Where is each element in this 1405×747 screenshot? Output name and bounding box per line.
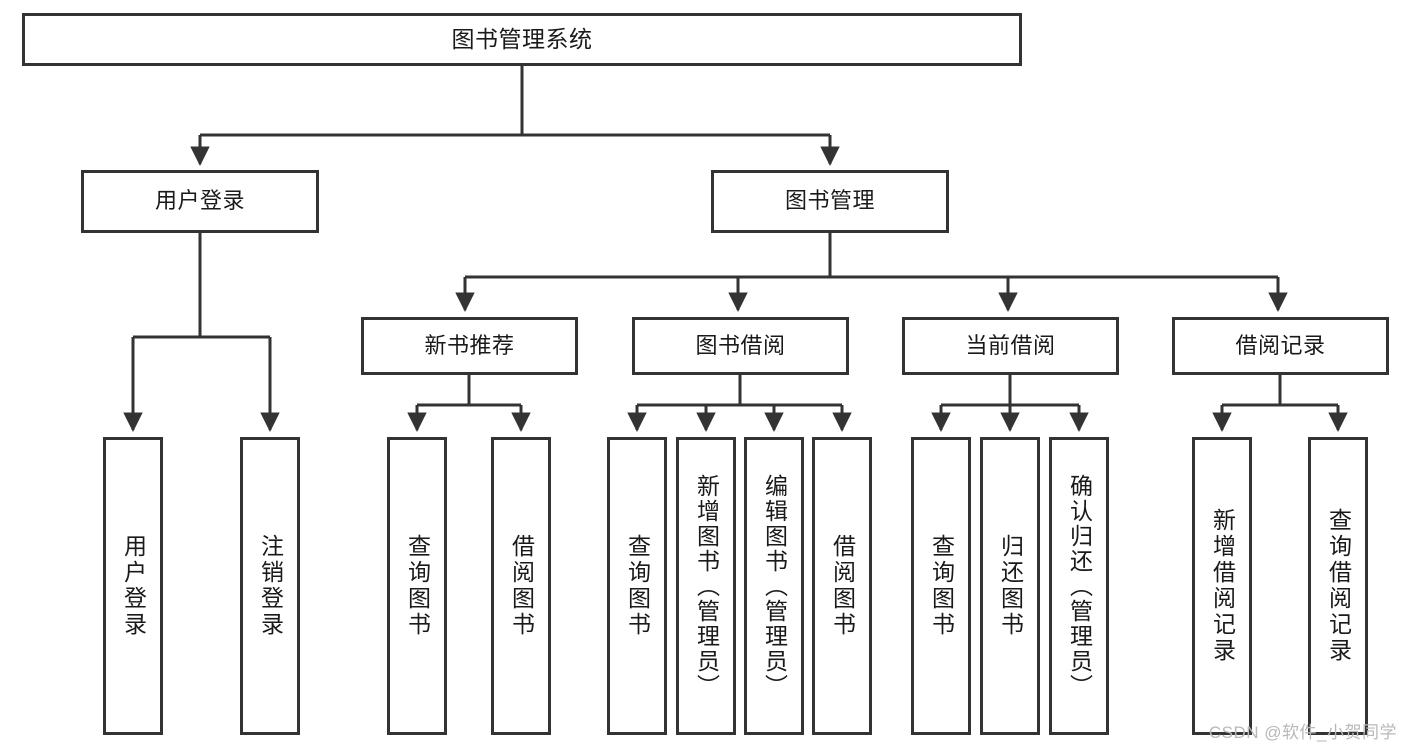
leaf-query-book-1[interactable]: 查询图书 [387,437,447,735]
node-user-login[interactable]: 用户登录 [81,170,319,233]
node-label: 查询借阅记录 [1325,508,1352,664]
node-label: 当前借阅 [965,332,1056,358]
node-label: 注销登录 [257,534,284,638]
node-label: 确认归还（管理员） [1066,473,1093,699]
node-label: 查询图书 [404,534,431,638]
node-book-manage[interactable]: 图书管理 [711,170,949,233]
leaf-user-login[interactable]: 用户登录 [103,437,163,735]
leaf-edit-book[interactable]: 编辑图书（管理员） [744,437,804,735]
node-new-book-recommend[interactable]: 新书推荐 [361,317,578,375]
node-label: 新书推荐 [424,332,515,358]
node-label: 图书借阅 [695,332,786,358]
node-label: 归还图书 [997,534,1024,638]
node-label: 编辑图书（管理员） [761,473,788,699]
node-root-book-management-system[interactable]: 图书管理系统 [22,13,1022,66]
node-borrow-record[interactable]: 借阅记录 [1172,317,1389,375]
csdn-watermark: CSDN @软件_小贺同学 [1208,723,1397,742]
leaf-borrow-book-2[interactable]: 借阅图书 [812,437,872,735]
node-label: 图书管理 [784,188,875,214]
leaf-borrow-book-1[interactable]: 借阅图书 [491,437,551,735]
node-label: 借阅图书 [829,534,856,638]
node-label: 借阅图书 [508,534,535,638]
node-label: 用户登录 [154,188,245,214]
node-book-borrow[interactable]: 图书借阅 [632,317,849,375]
node-label: 图书管理系统 [451,25,593,52]
leaf-add-book[interactable]: 新增图书（管理员） [676,437,736,735]
node-label: 新增图书（管理员） [693,473,720,699]
node-label: 查询图书 [928,534,955,638]
leaf-query-book-2[interactable]: 查询图书 [607,437,667,735]
leaf-return-book[interactable]: 归还图书 [980,437,1040,735]
leaf-query-book-3[interactable]: 查询图书 [911,437,971,735]
leaf-query-record[interactable]: 查询借阅记录 [1308,437,1368,735]
node-current-borrow[interactable]: 当前借阅 [902,317,1119,375]
node-label: 查询图书 [624,534,651,638]
leaf-add-record[interactable]: 新增借阅记录 [1192,437,1252,735]
node-label: 用户登录 [120,534,147,638]
node-label: 新增借阅记录 [1209,508,1236,664]
node-label: 借阅记录 [1235,332,1326,358]
leaf-user-logout[interactable]: 注销登录 [240,437,300,735]
leaf-confirm-return[interactable]: 确认归还（管理员） [1049,437,1109,735]
